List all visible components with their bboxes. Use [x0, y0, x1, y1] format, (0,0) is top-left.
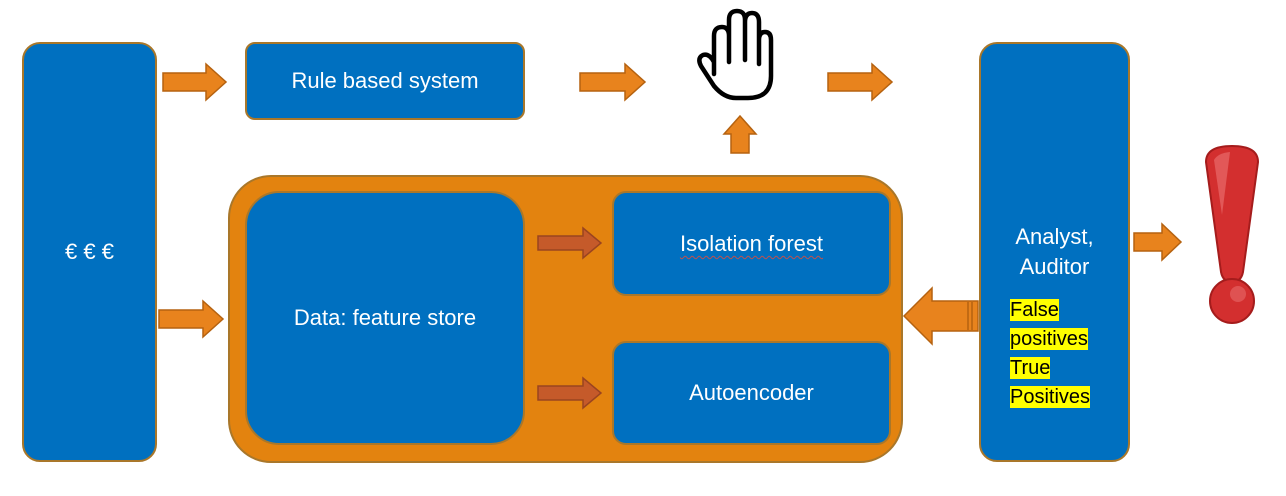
arrow-rule-to-stop — [579, 62, 647, 102]
arrow-store-to-autoencoder — [537, 376, 603, 410]
isolation-forest-box: Isolation forest — [612, 191, 891, 296]
feature-store-box: Data: feature store — [245, 191, 525, 445]
arrow-store-to-isolation — [537, 226, 603, 260]
arrow-source-to-rule — [162, 62, 228, 102]
feedback-line-positives: positives — [1010, 328, 1088, 350]
autoencoder-box: Autoencoder — [612, 341, 891, 445]
feedback-line-true: True — [1010, 357, 1051, 379]
money-source-box: € € € — [22, 42, 157, 462]
arrow-stop-to-analyst — [827, 62, 894, 102]
arrow-models-to-stop — [722, 114, 758, 154]
rule-based-system-box: Rule based system — [245, 42, 525, 120]
rule-based-system-label: Rule based system — [291, 68, 479, 94]
analyst-label: Analyst, — [1015, 224, 1094, 249]
arrow-analyst-to-alert — [1133, 222, 1183, 262]
analyst-auditor-box: Analyst, Auditor — [979, 42, 1130, 462]
hand-stop-icon — [697, 8, 774, 101]
autoencoder-label: Autoencoder — [689, 380, 814, 406]
money-source-label: € € € — [65, 239, 114, 265]
feedback-labels: False positives True Positives — [1010, 296, 1100, 412]
exclamation-icon — [1204, 144, 1260, 324]
arrow-feedback-to-models — [902, 286, 979, 346]
feedback-line-positives-2: Positives — [1010, 386, 1091, 408]
feedback-line-false: False — [1010, 299, 1059, 321]
isolation-forest-label: Isolation forest — [679, 230, 824, 256]
feature-store-label: Data: feature store — [293, 305, 477, 331]
auditor-label: Auditor — [1019, 254, 1090, 279]
arrow-source-to-feature-store — [158, 299, 225, 339]
